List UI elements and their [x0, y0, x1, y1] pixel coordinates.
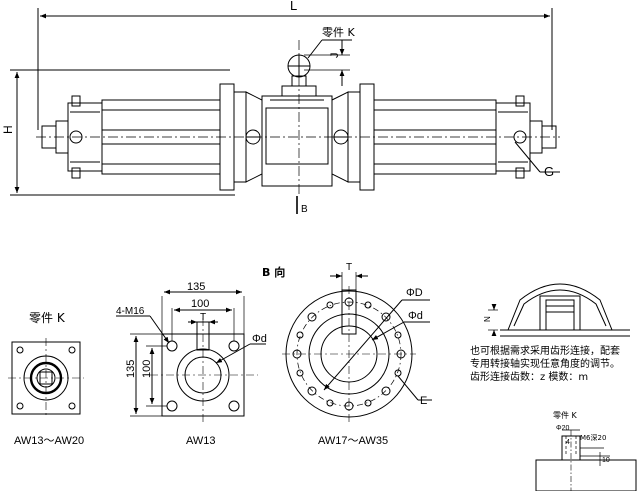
aw17-caption: AW17～AW35	[318, 435, 388, 447]
detail-body	[535, 459, 637, 491]
aw17-dim-d: Φd	[408, 310, 423, 322]
label-part-k: 零件 K	[322, 26, 355, 39]
g-leader	[514, 141, 541, 173]
aw17-flange-view	[282, 272, 432, 422]
note-line-2: 专用转接轴实现任意角度的调节。	[470, 359, 620, 370]
part-k-end-view	[8, 338, 84, 418]
aw13-dim-135-h: 135	[187, 281, 205, 293]
aw13-caption: AW13	[186, 435, 216, 447]
note-line-3: 齿形连接齿数：z 模数：m	[470, 372, 589, 383]
label-J: J	[329, 53, 341, 59]
detail-title: 零件 K	[553, 410, 578, 420]
left-bolt-bottom	[71, 167, 81, 179]
right-bolt-bottom	[515, 167, 525, 179]
d-leader-aw13	[215, 343, 251, 364]
gear-connection-note: 也可根据需求采用齿形连接，配套 专用转接轴实现任意角度的调节。 齿形连接齿数：z…	[470, 345, 640, 384]
note-line-1: 也可根据需求采用齿形连接，配套	[470, 346, 620, 357]
D-leader	[323, 299, 403, 391]
gear-housing	[507, 283, 613, 331]
gear-dim-N: N	[483, 316, 492, 322]
aw13-dim-T: T	[200, 312, 206, 323]
detail-dim-10: 10	[602, 457, 610, 464]
label-G: G	[544, 164, 554, 179]
aw17-dim-D: ΦD	[406, 287, 423, 299]
label-H: H	[1, 125, 15, 134]
aw13-dim-100-v: 100	[141, 360, 153, 378]
section-b-title: B 向	[262, 265, 285, 279]
aw13-bolt-label: 4-M16	[116, 306, 145, 317]
label-view-b: B	[301, 204, 308, 215]
bolt-leader	[149, 315, 170, 344]
aw17-dim-E: E	[420, 395, 427, 407]
d-leader-aw17	[371, 321, 405, 341]
detail-dim-4: 4	[566, 439, 570, 446]
aw13-dim-d: Φd	[252, 333, 267, 345]
actuator-side-view	[10, 8, 560, 214]
part-k-caption: AW13～AW20	[14, 435, 84, 447]
left-bolt-top	[71, 95, 81, 107]
aw13-flange-view	[116, 289, 266, 424]
right-bolt-top	[515, 95, 525, 107]
center-housing	[261, 95, 333, 187]
part-k-detail-view	[535, 429, 637, 491]
part-k-title: 零件 K	[29, 311, 66, 325]
detail-dim-m6: M6深20	[580, 433, 606, 442]
aw13-dim-135-v: 135	[125, 360, 137, 378]
aw13-dim-100-h: 100	[191, 298, 209, 310]
center-window	[265, 107, 329, 165]
label-L: L	[290, 0, 297, 13]
detail-dim-phi20: Φ20	[556, 425, 569, 432]
part-k-leader	[307, 39, 323, 59]
aw17-dim-T: T	[346, 262, 352, 273]
gear-connection-view	[488, 283, 630, 337]
